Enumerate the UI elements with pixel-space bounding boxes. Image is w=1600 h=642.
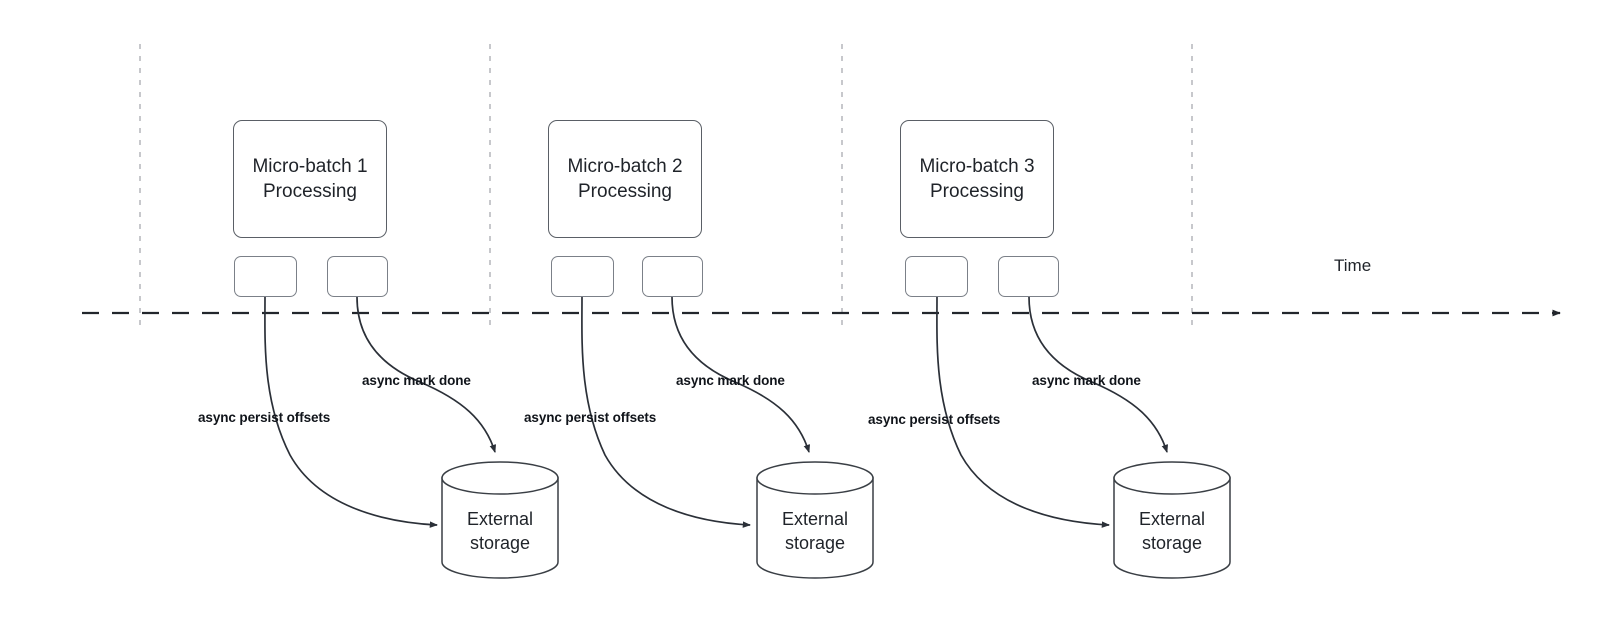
micro-batch-3-mark-done-task-box[interactable] [998, 256, 1059, 297]
external-storage-1-label: External storage [442, 508, 558, 556]
connector-mark-done-1 [356, 296, 496, 453]
external-storage-2-label-line2: storage [784, 532, 846, 553]
micro-batch-2-processing-box[interactable]: Micro-batch 2 Processing [548, 120, 702, 238]
connector-persist-offsets-2 [581, 296, 751, 528]
external-storage-3-label-line1: External [1138, 509, 1206, 529]
label-async-mark-done-2: async mark done [676, 373, 785, 388]
micro-batch-3-processing-box[interactable]: Micro-batch 3 Processing [900, 120, 1054, 238]
connectors-group-1 [264, 296, 496, 528]
external-storage-cylinder-1 [441, 461, 559, 579]
label-async-persist-offsets-1: async persist offsets [198, 410, 331, 425]
label-async-persist-offsets-2: async persist offsets [524, 410, 657, 425]
label-async-mark-done-3: async mark done [1032, 373, 1141, 388]
micro-batch-3-persist-task-box[interactable] [905, 256, 968, 297]
connector-persist-offsets-3 [936, 296, 1110, 528]
external-storage-2-label: External storage [757, 508, 873, 556]
micro-batch-2-label-line2: Processing [578, 181, 672, 202]
connectors-group-3 [936, 296, 1168, 528]
external-storage-cylinder-2 [756, 461, 874, 579]
micro-batch-1-processing-box[interactable]: Micro-batch 1 Processing [233, 120, 387, 238]
micro-batch-2-mark-done-task-box[interactable] [642, 256, 703, 297]
connectors-group-2 [581, 296, 810, 528]
micro-batch-1-persist-task-box[interactable] [234, 256, 297, 297]
external-storage-2-label-line1: External [781, 509, 849, 529]
micro-batch-2-label-line1: Micro-batch 2 [567, 155, 683, 177]
connector-mark-done-3 [1028, 296, 1168, 453]
micro-batch-3-label-line2: Processing [930, 181, 1024, 202]
external-storage-1-label-line2: storage [469, 532, 531, 553]
connector-mark-done-2 [671, 296, 810, 453]
time-axis-label: Time [1334, 256, 1372, 275]
micro-batch-3-label-line1: Micro-batch 3 [919, 155, 1035, 177]
micro-batch-1-label-line2: Processing [263, 181, 357, 202]
external-storage-3-label: External storage [1114, 508, 1230, 556]
label-async-mark-done-1: async mark done [362, 373, 471, 388]
external-storage-1-label-line1: External [466, 509, 534, 529]
connector-persist-offsets-1 [264, 296, 438, 528]
micro-batch-1-mark-done-task-box[interactable] [327, 256, 388, 297]
label-async-persist-offsets-3: async persist offsets [868, 412, 1001, 427]
external-storage-cylinder-3 [1113, 461, 1231, 579]
external-storage-3-label-line2: storage [1141, 532, 1203, 553]
micro-batch-2-persist-task-box[interactable] [551, 256, 614, 297]
micro-batch-1-label-line1: Micro-batch 1 [252, 155, 368, 177]
